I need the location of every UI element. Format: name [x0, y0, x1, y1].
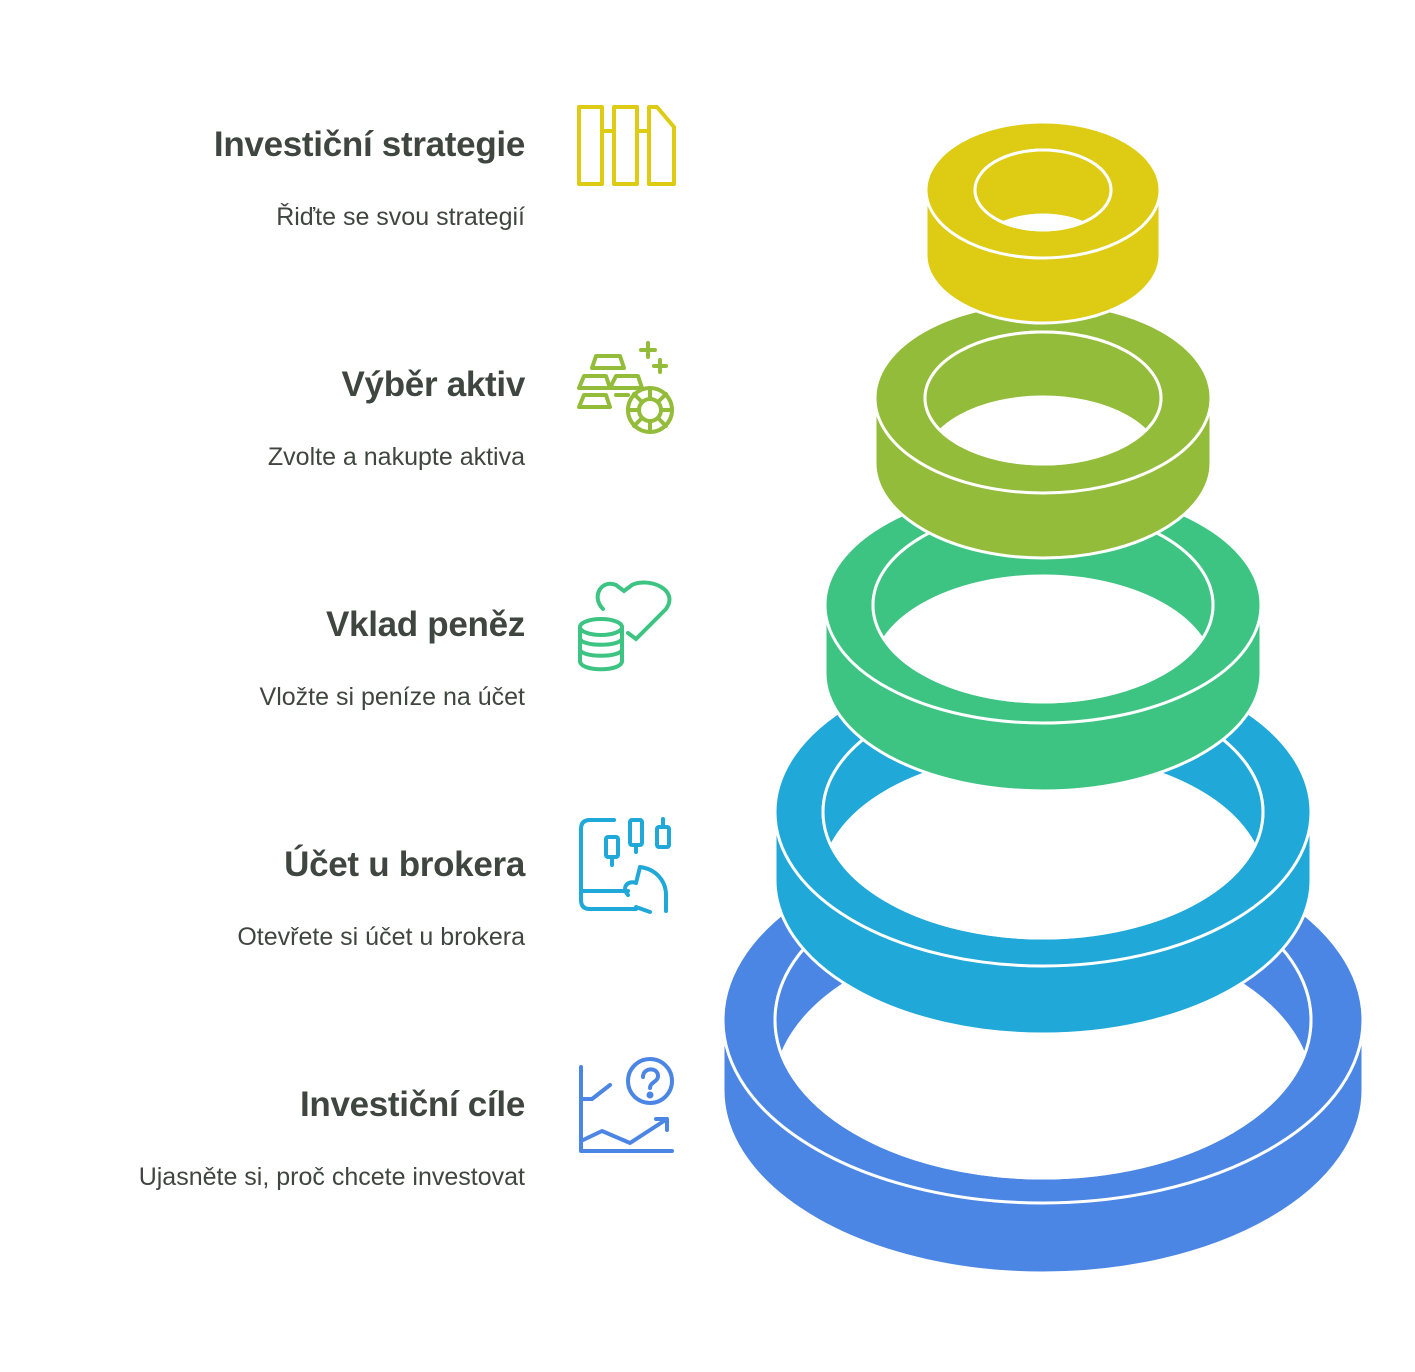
step-title: Investiční cíle: [299, 1085, 525, 1124]
trading-phone-icon: [579, 817, 671, 914]
step-investment-goals: Investiční cíle Ujasněte si, proč chcete…: [5, 1085, 526, 1192]
step-description: Řiďte se svou strategií: [276, 203, 525, 231]
step-title: Výběr aktiv: [341, 365, 526, 404]
step-asset-selection: Výběr aktiv Zvolte a nakupte aktiva: [5, 365, 525, 472]
strategy-columns-icon: [577, 105, 676, 186]
ring-asset-selection: [873, 301, 1213, 560]
step-investment-strategy: Investiční strategie Řiďte se svou strat…: [5, 125, 525, 232]
step-description: Vložte si peníze na účet: [259, 683, 525, 711]
coins-heart-icon: [578, 580, 672, 672]
step-description: Otevřete si účet u brokera: [237, 923, 525, 951]
step-description: Zvolte a nakupte aktiva: [267, 443, 525, 471]
step-broker-account: Účet u brokera Otevřete si účet u broker…: [5, 845, 525, 952]
ring-deposit-money: [823, 485, 1263, 793]
step-description: Ujasněte si, proč chcete investovat: [138, 1163, 525, 1191]
step-title: Účet u brokera: [284, 845, 525, 884]
ring-investment-strategy: [924, 120, 1162, 325]
step-deposit-money: Vklad peněz Vložte si peníze na účet: [5, 605, 526, 712]
step-title: Investiční strategie: [213, 125, 525, 164]
step-title: Vklad peněz: [326, 605, 525, 644]
chart-question-icon: [579, 1057, 674, 1153]
gold-bars-coin-icon: [577, 341, 674, 434]
